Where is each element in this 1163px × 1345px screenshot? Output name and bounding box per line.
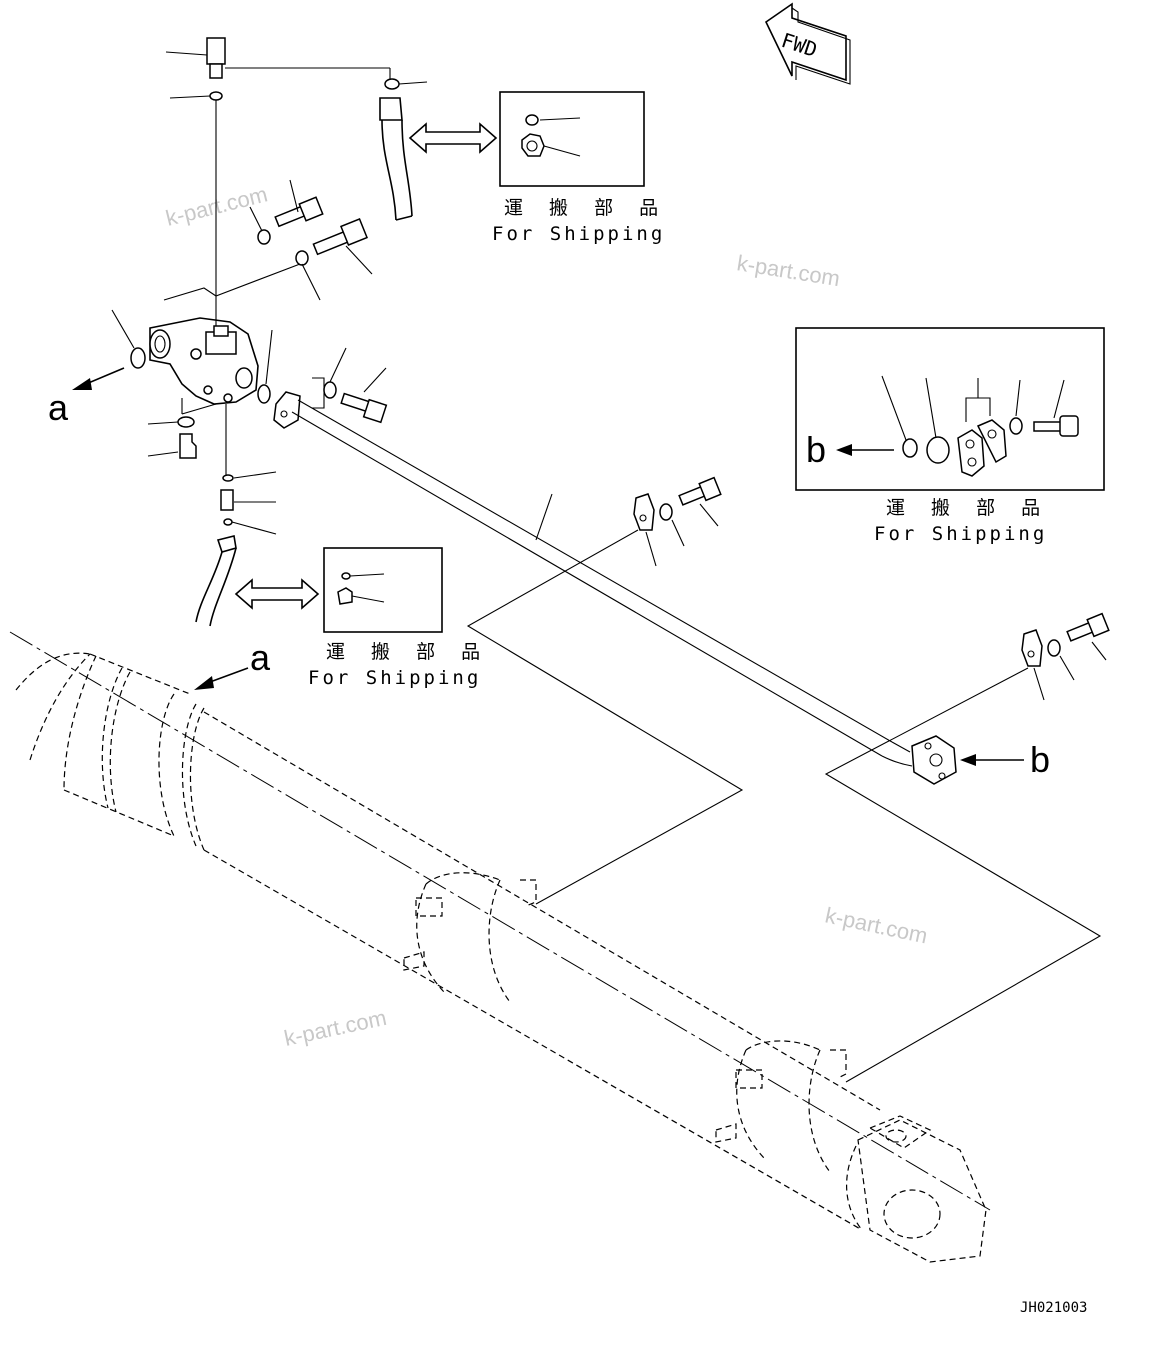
fwd-label: FWD xyxy=(778,28,820,62)
watermark-4: k-part.com xyxy=(282,1005,389,1051)
watermark-3: k-part.com xyxy=(823,902,930,948)
shipping-box-2: 運 搬 部 品 For Shipping xyxy=(234,547,490,689)
double-arrow-icon-2 xyxy=(234,578,320,610)
tube-assembly: b xyxy=(273,347,1110,785)
watermark-2: k-part.com xyxy=(735,250,842,291)
shipping-en-3: For Shipping xyxy=(874,523,1047,545)
callout-a-cylinder: a xyxy=(250,637,271,678)
shipping-en-1: For Shipping xyxy=(492,223,665,245)
shipping-en-2: For Shipping xyxy=(308,667,481,689)
shipping-jp-2: 運 搬 部 品 xyxy=(326,641,490,663)
callout-a-cylinder-group: a xyxy=(194,637,271,690)
drawing-code: JH021003 xyxy=(1020,1300,1087,1316)
shipping-jp-3: 運 搬 部 品 xyxy=(886,497,1050,519)
leader-lines xyxy=(466,529,1102,1083)
shipping-box-1: 運 搬 部 品 For Shipping xyxy=(408,91,668,245)
watermarks: k-part.com k-part.com k-part.com k-part.… xyxy=(163,181,930,1050)
callout-a-left: a xyxy=(48,387,69,428)
callout-b-right: b xyxy=(1030,739,1050,780)
double-arrow-icon xyxy=(408,122,498,154)
fwd-arrow-icon: FWD xyxy=(764,2,851,85)
watermark-1: k-part.com xyxy=(163,181,270,230)
shipping-jp-1: 運 搬 部 品 xyxy=(504,197,668,219)
callout-b-box: b xyxy=(806,429,826,470)
shipping-box-3: b 運 搬 部 品 For Shipping xyxy=(795,327,1105,545)
valve-assembly: a xyxy=(48,37,428,627)
cylinder-hidden xyxy=(9,631,991,1263)
